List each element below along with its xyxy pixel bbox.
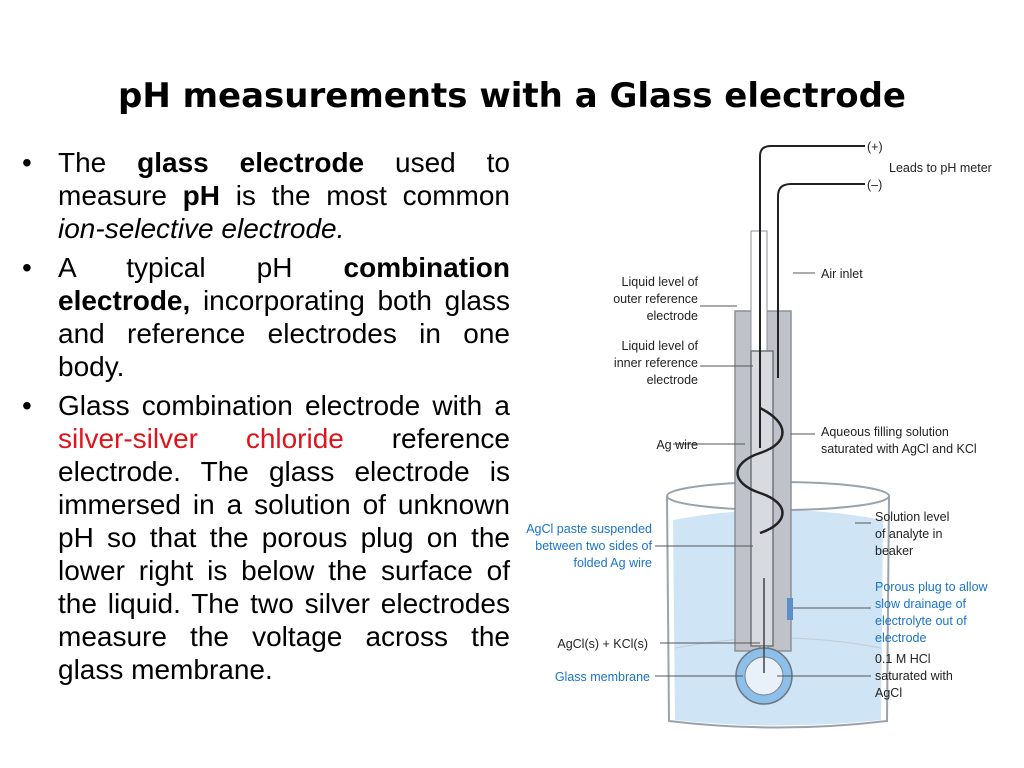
glass-electrode-diagram: (+) (–) Leads to pH meter Air inlet Liqu… <box>526 140 992 729</box>
bullet-text-segment: combination electrode, <box>58 252 510 316</box>
label-solution-2: of analyte in <box>875 527 942 541</box>
bullet-item: • Glass combination electrode with a silv… <box>22 389 510 686</box>
label-hcl-2: saturated with <box>875 669 953 683</box>
label-agcl-paste-2: between two sides of <box>535 539 652 553</box>
label-porous-1: Porous plug to allow <box>875 580 989 594</box>
label-solution-1: Solution level <box>875 510 949 524</box>
lead-wire-minus <box>777 183 865 378</box>
label-porous-3: electrolyte out of <box>875 614 967 628</box>
label-aqueous-1: Aqueous filling solution <box>821 425 949 439</box>
lead-wire-plus <box>759 145 865 448</box>
bullet-text-segment: is the most common <box>219 180 510 211</box>
label-glass-membrane: Glass membrane <box>555 670 650 684</box>
label-porous-4: electrode <box>875 631 926 645</box>
porous-plug <box>787 598 793 620</box>
label-air-inlet: Air inlet <box>821 267 863 281</box>
label-solution-3: beaker <box>875 544 913 558</box>
bullet-text: The glass electrode used to measure pH i… <box>58 147 510 244</box>
label-porous-2: slow drainage of <box>875 597 967 611</box>
label-plus: (+) <box>867 140 883 154</box>
label-leads: Leads to pH meter <box>889 161 992 175</box>
bullet-text-segment: used to measure <box>58 147 510 211</box>
inner-glass-tube <box>750 350 774 647</box>
bullet-text-segment: silver-silver chloride <box>58 423 344 454</box>
bullet-text-segment: A typical pH <box>58 252 344 283</box>
bullet-text-segment: ion-selective electrode. <box>58 213 345 244</box>
bullet-text-segment: glass electrode <box>137 147 365 178</box>
label-outer-ref-1: Liquid level of <box>622 275 699 289</box>
bullet-text-segment: pH <box>182 180 220 211</box>
bullet-text-segment: incorporating both glass and reference e… <box>58 285 510 382</box>
label-minus: (–) <box>867 178 882 192</box>
bullet-dot: • <box>22 252 32 283</box>
bullet-text-segment: reference electrode. The glass electrode… <box>58 423 510 685</box>
bullet-list: • The glass electrode used to measure pH … <box>22 146 510 692</box>
bullet-item: • The glass electrode used to measure pH … <box>22 146 510 245</box>
label-agcl-paste-3: folded Ag wire <box>573 556 652 570</box>
label-outer-ref-3: electrode <box>647 309 698 323</box>
label-hcl-3: AgCl <box>875 686 902 700</box>
bullet-dot: • <box>22 147 32 178</box>
label-hcl-1: 0.1 M HCl <box>875 652 931 666</box>
bullet-text: Glass combination electrode with a silve… <box>58 390 510 685</box>
slide-title: pH measurements with a Glass electrode <box>117 76 906 116</box>
label-ag-wire: Ag wire <box>656 438 698 452</box>
bullet-item: • A typical pH combination electrode, inc… <box>22 251 510 383</box>
label-agcl-paste-1: AgCl paste suspended <box>526 522 652 536</box>
label-outer-ref-2: outer reference <box>613 292 698 306</box>
bullet-text-segment: The <box>58 147 138 178</box>
label-inner-ref-3: electrode <box>647 373 698 387</box>
label-inner-ref-1: Liquid level of <box>622 339 699 353</box>
bullet-text: A typical pH combination electrode, inco… <box>58 252 510 382</box>
bullet-dot: • <box>22 390 32 421</box>
ag-wire-coil <box>736 406 784 535</box>
label-aqueous-2: saturated with AgCl and KCl <box>821 442 977 456</box>
bullet-text-segment: Glass combination electrode with a <box>58 390 510 421</box>
label-agcl-kcl: AgCl(s) + KCl(s) <box>557 637 648 651</box>
beaker-outline <box>666 495 890 729</box>
label-inner-ref-2: inner reference <box>614 356 698 370</box>
